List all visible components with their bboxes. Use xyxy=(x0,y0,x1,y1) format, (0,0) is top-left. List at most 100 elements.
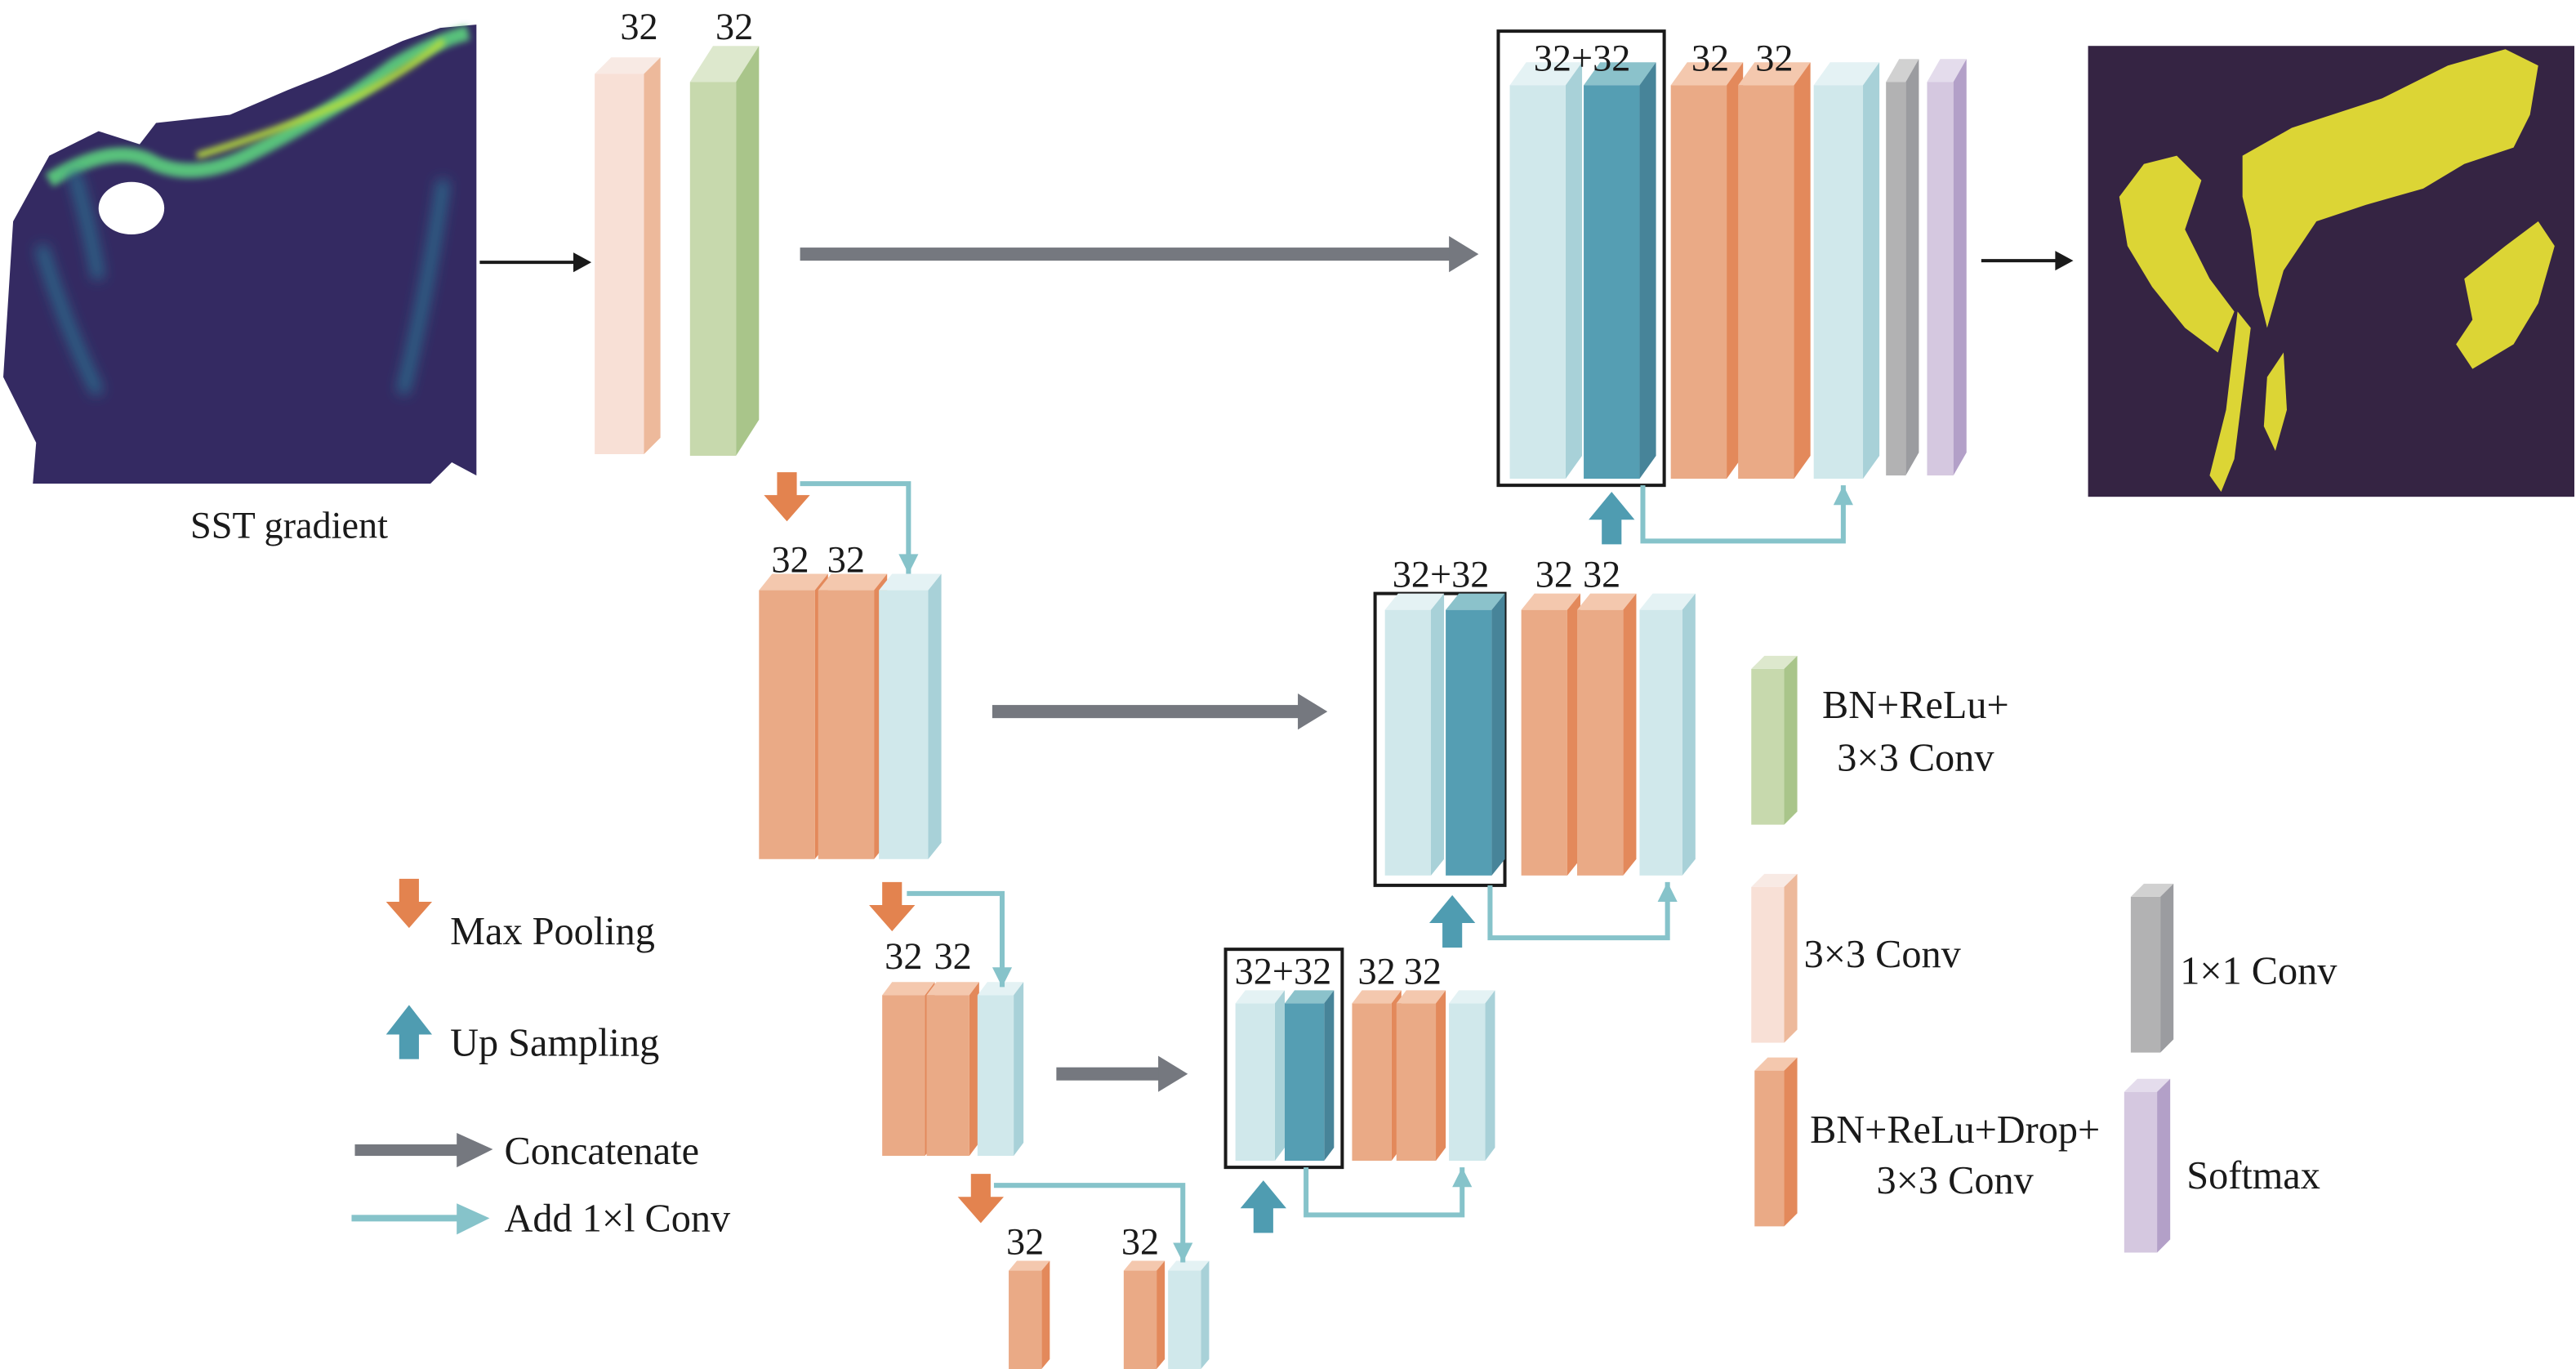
layer-dec2-drop-conv-1 xyxy=(1521,593,1581,876)
add-conv-arrow-enc3-line xyxy=(907,890,1005,988)
legend-bn-relu-conv-label-line1: BN+ReLu+ xyxy=(1822,684,2009,727)
input-map-ocean xyxy=(3,25,477,484)
layer-enc3-drop-conv-2-front xyxy=(926,995,969,1157)
layer-output-conv1x1-top xyxy=(1886,59,1919,82)
concatenate-arrow-icon-shaft xyxy=(354,1144,461,1157)
layer-enc4-drop-conv-2-side xyxy=(1157,1260,1165,1369)
layer-dec3-upsampled-side xyxy=(1324,990,1335,1162)
legend-bn-relu-conv-label-line2: 3×3 Conv xyxy=(1837,736,1994,779)
concat-box-dec3 xyxy=(1223,948,1344,1170)
add-conv-arrow-icon xyxy=(457,1203,490,1235)
layer-dec1-upsampled xyxy=(1584,62,1656,479)
output-arrow xyxy=(2055,251,2074,271)
legend-swatch-bn-relu-conv xyxy=(1751,655,1798,825)
legend-swatch-softmax xyxy=(2124,1078,2171,1253)
legend-swatch-bn-relu-conv-top xyxy=(1751,655,1798,669)
layer-dec3-drop-conv-2 xyxy=(1396,990,1446,1162)
layer-dec2-skip-top xyxy=(1384,593,1445,610)
layer-enc3-add-output-front xyxy=(977,995,1014,1157)
layer-enc4-drop-conv-2-front xyxy=(1123,1270,1157,1369)
legend-swatch-bn-relu-conv-front xyxy=(1751,668,1785,825)
legend-swatch-bn-relu-drop-conv-top xyxy=(1754,1057,1798,1071)
layer-dec2-skip xyxy=(1384,593,1445,876)
concat-arrow-level1-shaft xyxy=(800,247,1453,261)
enc3-channels-1: 32 xyxy=(885,935,922,977)
layer-dec3-drop-conv-2-front xyxy=(1396,1003,1437,1162)
legend-swatch-softmax-front xyxy=(2124,1091,2158,1253)
layer-enc4-add-output xyxy=(1168,1260,1210,1369)
layer-dec1-drop-conv-2-front xyxy=(1738,85,1794,479)
layer-enc2-drop-conv-1 xyxy=(759,573,828,859)
layer-dec2-drop-conv-1-front xyxy=(1521,609,1567,876)
layer-output-conv1x1-side xyxy=(1905,59,1919,476)
input-arrow xyxy=(573,252,592,273)
layer-enc2-drop-conv-1-top xyxy=(759,573,828,591)
dec2-channels-1: 32 xyxy=(1535,554,1573,595)
dec3-channels-2: 32 xyxy=(1404,950,1442,992)
legend-swatch-bn-relu-drop-conv-side xyxy=(1784,1057,1798,1227)
concat-arrow-level2-shaft xyxy=(992,705,1302,719)
legend-swatch-conv1x1 xyxy=(2130,883,2174,1053)
dec2-concat-channels: 32+32 xyxy=(1393,554,1490,595)
layer-dec3-upsampled-front xyxy=(1284,1003,1325,1162)
legend-swatch-bn-relu-drop-conv xyxy=(1754,1057,1798,1227)
legend-swatch-conv1x1-side xyxy=(2160,883,2174,1053)
dec3-concat-channels: 32+32 xyxy=(1235,950,1332,992)
layer-dec2-upsampled-top xyxy=(1446,593,1505,610)
legend-concatenate: Concatenate xyxy=(354,1130,699,1173)
up-sampling-arrow-icon xyxy=(386,1005,433,1059)
add-conv-arrow-dec3-line xyxy=(1304,1167,1465,1218)
layer-dec1-skip xyxy=(1509,62,1583,479)
layer-enc4-drop-conv-2-top xyxy=(1123,1260,1165,1271)
legend-swatch-softmax-side xyxy=(2157,1078,2171,1253)
dec3-channels-1: 32 xyxy=(1357,950,1395,992)
layer-enc1-conv3x3-top xyxy=(595,57,661,74)
layer-dec3-add-output-top xyxy=(1449,990,1495,1004)
max-pooling-arrow-icon xyxy=(386,878,433,929)
layer-dec3-upsampled xyxy=(1284,990,1335,1162)
legend-bn-relu-drop-conv-label-line2: 3×3 Conv xyxy=(1877,1159,2035,1202)
layer-dec3-drop-conv-1 xyxy=(1352,990,1402,1162)
layer-enc2-drop-conv-2-top xyxy=(818,573,888,591)
legend-swatch-conv1x1-front xyxy=(2130,896,2161,1053)
layer-dec1-upsampled-side xyxy=(1639,62,1656,479)
layer-dec2-skip-side xyxy=(1430,593,1445,876)
layer-dec3-add-output-side xyxy=(1485,990,1495,1162)
concat-box-dec1 xyxy=(1496,29,1666,488)
legend-swatch-conv1x1-top xyxy=(2130,883,2174,897)
layer-dec1-drop-conv-1-top xyxy=(1670,62,1744,86)
layer-dec2-upsampled-side xyxy=(1491,593,1505,876)
concat-arrow-level3 xyxy=(1158,1055,1188,1092)
layer-dec3-skip-top xyxy=(1235,990,1285,1004)
layer-enc4-drop-conv-1 xyxy=(1009,1260,1050,1369)
concat-arrow-level1 xyxy=(1449,236,1479,273)
dec1-channels-2: 32 xyxy=(1755,37,1793,78)
legend-up-sampling: Up Sampling xyxy=(386,1005,659,1065)
input-caption: SST gradient xyxy=(190,504,388,546)
layer-dec1-drop-conv-2 xyxy=(1738,62,1811,479)
layer-dec3-add-output-front xyxy=(1449,1003,1486,1162)
up-sampling-arrow-3 xyxy=(1589,492,1635,545)
layer-dec2-drop-conv-1-top xyxy=(1521,593,1581,610)
layer-enc1-bn-relu-conv xyxy=(689,46,760,456)
layer-enc4-drop-conv-1-front xyxy=(1009,1270,1042,1369)
input-map-front-main xyxy=(45,25,470,187)
layer-output-conv1x1 xyxy=(1886,59,1919,476)
enc1-channels-2: 32 xyxy=(715,6,753,47)
legend-max-pooling: Max Pooling xyxy=(386,878,655,953)
layer-dec3-drop-conv-1-top xyxy=(1352,990,1402,1004)
legend-concatenate-label: Concatenate xyxy=(505,1130,700,1173)
layer-dec3-drop-conv-2-top xyxy=(1396,990,1446,1004)
add-conv-arrow-icon-shaft xyxy=(351,1215,461,1222)
output-map-front-region xyxy=(2263,352,2287,451)
layer-dec1-skip-front xyxy=(1509,85,1566,479)
add-conv-arrow-enc2 xyxy=(898,554,919,574)
layer-dec1-skip-side xyxy=(1565,62,1583,479)
layer-enc1-conv3x3-front xyxy=(595,74,644,454)
layer-dec3-drop-conv-1-front xyxy=(1352,1003,1392,1162)
layer-enc1-conv3x3 xyxy=(595,57,661,454)
layer-dec3-skip-side xyxy=(1274,990,1285,1162)
legend-softmax-label: Softmax xyxy=(2186,1154,2320,1197)
layer-dec2-add-output-top xyxy=(1639,593,1696,610)
